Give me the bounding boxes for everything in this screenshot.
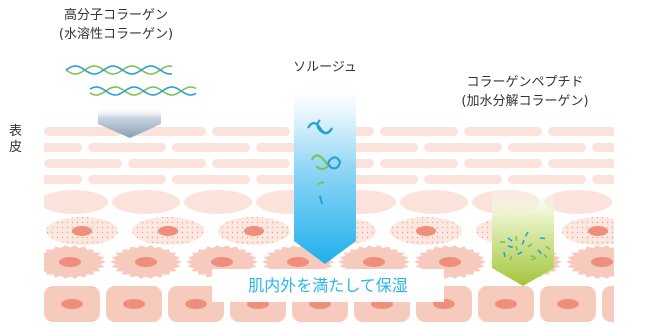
collagen-blocked-arrow [98,107,161,138]
basal-cell [642,245,652,279]
cell-nucleus [185,299,207,309]
corneum-cell [464,127,542,136]
epidermis-label-bottom: 皮 [9,140,23,155]
peptide-fragment [507,237,513,242]
corneum-cell [464,159,542,168]
granular-cell [184,190,252,214]
cell-nucleus [439,257,461,267]
peptide-fragment [537,249,542,255]
soluge-fragment [317,181,325,185]
corneum-cell [128,159,206,168]
peptide-penetration-arrow [492,186,554,286]
corneum-cell [44,159,122,168]
cell-nucleus [244,226,264,236]
soluge-fragment [319,195,323,205]
soluge-molecule [311,154,330,171]
soluge-label: ソルージュ [265,58,385,77]
collagen-high-name: 高分子コラーゲン [63,8,168,23]
peptide-fragment [515,245,519,252]
cell-nucleus [135,257,157,267]
corneum-cell [380,127,458,136]
corneum-cell [172,143,250,152]
corneum-cell [172,175,250,184]
peptide-fragment [509,255,513,261]
collagen-peptide-note: (加水分解コラーゲン) [461,94,589,109]
peptide-fragment [507,245,514,249]
corneum-cell [88,143,166,152]
peptide-fragment [517,251,523,255]
corneum-cell [380,159,458,168]
peptide-fragment [515,235,518,242]
cell-nucleus [591,257,613,267]
corneum-cell [632,127,652,136]
collagen-strand-icon [65,65,197,96]
granular-cell [112,190,180,214]
granular-cell [544,190,612,214]
corneum-cell [88,175,166,184]
soluge-molecule-icon [307,119,342,205]
cell-nucleus [61,299,83,309]
corneum-cell [424,175,502,184]
cell-nucleus [287,257,309,267]
granular-cell [616,190,652,214]
cell-nucleus [158,226,178,236]
corneum-cell [592,175,614,184]
cell-nucleus [59,257,81,267]
peptide-fragment [529,255,536,258]
helix-strand [89,86,197,96]
epidermis-label-top: 表 [9,124,23,139]
corneum-cell [212,127,290,136]
collagen-high-note: (水溶性コラーゲン) [58,27,174,42]
soluge-name: ソルージュ [293,60,357,75]
corneum-cell [340,143,418,152]
corneum-cell [44,175,82,184]
corneum-cell [340,175,418,184]
peptide-fragment [531,257,537,261]
cell-nucleus [495,299,517,309]
peptide-fragment [543,253,548,259]
cell-nucleus [619,299,641,309]
collagen-peptide-label: コラーゲンペプチド (加水分解コラーゲン) [436,73,614,111]
helix-strand [65,65,173,75]
cell-nucleus [557,299,579,309]
cell-nucleus [363,257,385,267]
corneum-cell [592,143,614,152]
moisture-caption: 肌内外を満たして保湿 [212,269,444,302]
peptide-fragment [545,245,551,250]
cell-nucleus [416,226,436,236]
peptide-fragment [527,243,533,248]
collagen-peptide-name: コラーゲンペプチド [466,75,584,90]
granular-cell [400,190,468,214]
cell-nucleus [588,226,608,236]
spinous-cell-texture [648,217,652,245]
base-cell [602,286,614,322]
peptide-fragment [524,231,529,237]
collagen-high-label: 高分子コラーゲン (水溶性コラーゲン) [46,6,186,44]
peptide-fragment [521,239,525,245]
corneum-cell [632,159,652,168]
corneum-cell [44,127,122,136]
corneum-cell [548,159,614,168]
cell-nucleus [123,299,145,309]
spinous-cell [648,217,652,245]
soluge-molecule [327,156,342,170]
corneum-cell [44,143,82,152]
peptide-fragments-icon [500,231,551,261]
soluge-penetration-arrow [294,92,356,264]
peptide-fragment [503,251,506,258]
cell-nucleus [211,257,233,267]
corneum-cell [508,143,586,152]
cell-nucleus [72,226,92,236]
soluge-molecule [307,119,333,135]
granular-cell [44,190,108,214]
corneum-cell [508,175,586,184]
basal-cell [566,245,614,279]
corneum-cell [212,159,290,168]
corneum-cell [424,143,502,152]
helix-strand [65,65,173,75]
corneum-cell [548,127,614,136]
